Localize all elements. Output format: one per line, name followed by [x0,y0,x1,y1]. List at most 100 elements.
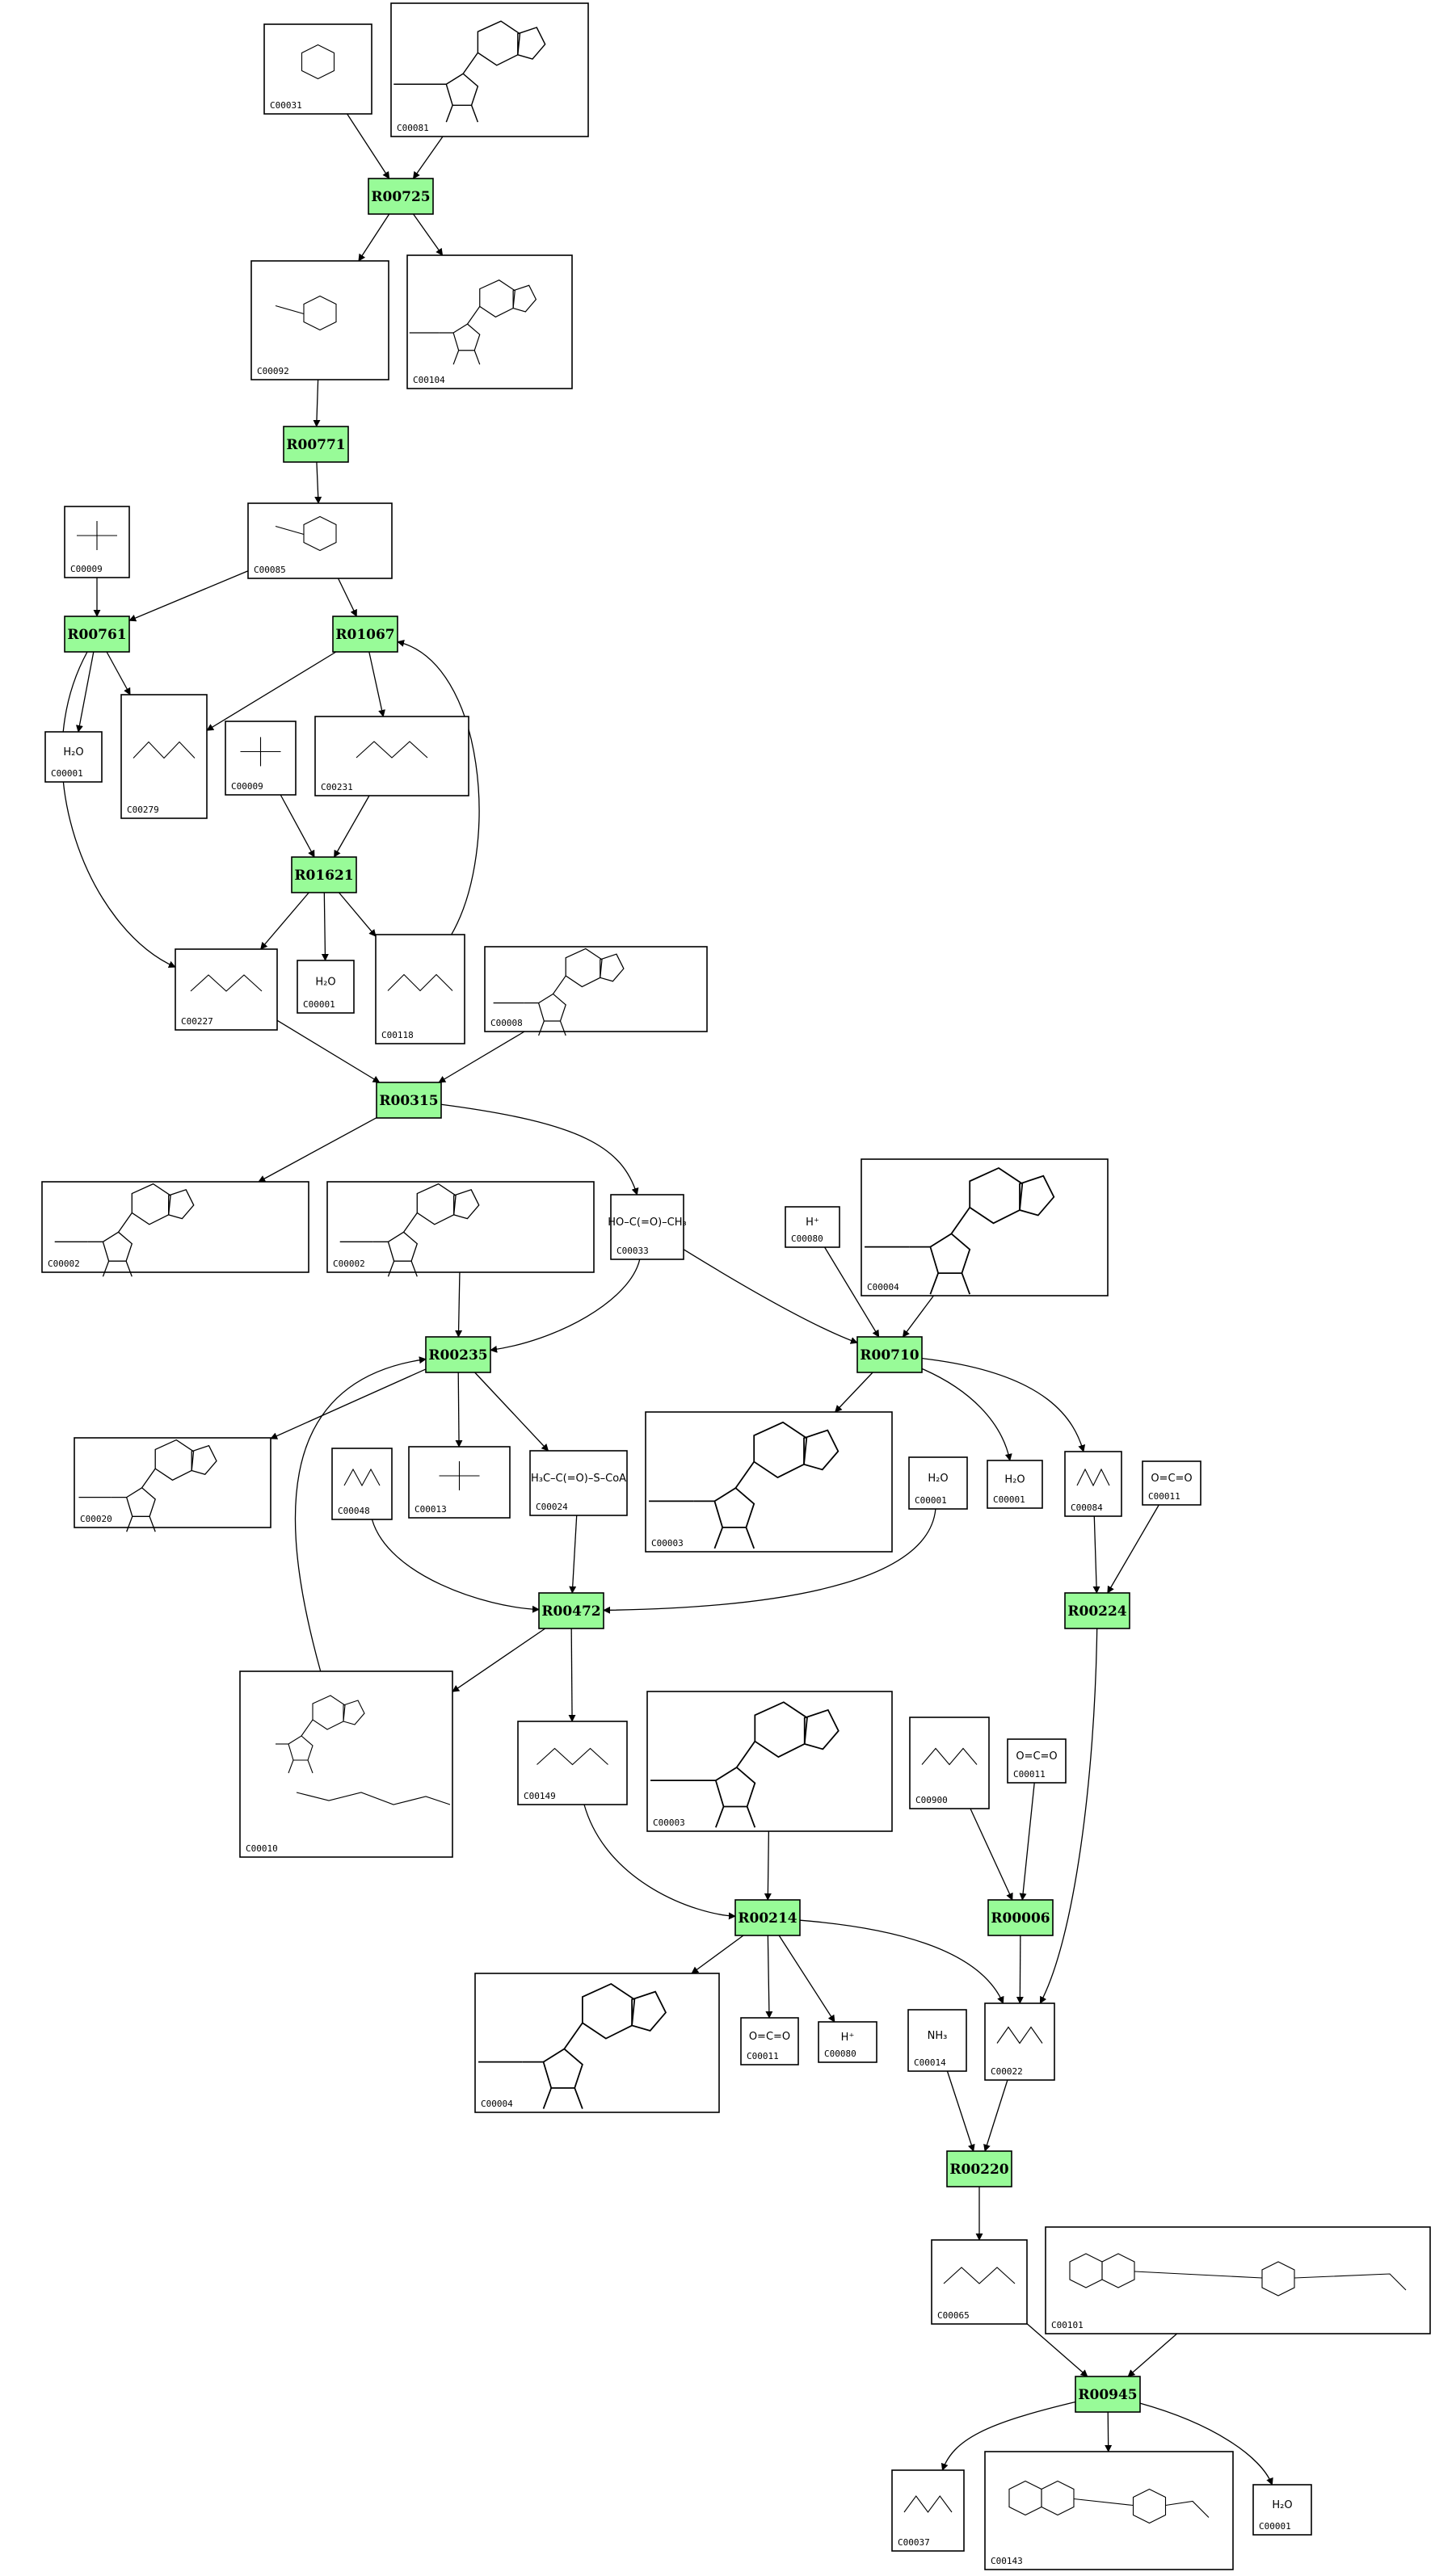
edge-r8-to-c24 [834,1372,873,1413]
compound-id-label: C00033 [617,1246,649,1256]
compound-c00013[interactable]: C00013 [408,1446,511,1519]
reaction-r00224[interactable]: R00224 [1064,1592,1130,1629]
compound-c00101[interactable]: C00101 [1045,2226,1431,2334]
edge-r4-to-c8 [206,651,337,731]
compound-c00092[interactable]: C00092 [250,260,389,380]
edge-r8-to-c27 [921,1357,1086,1452]
edge-r8-to-c26 [921,1368,1012,1461]
reaction-id-label: R00771 [286,437,345,453]
reaction-r00710[interactable]: R00710 [856,1336,923,1373]
compound-c00080[interactable]: H⁺C00080 [785,1206,840,1248]
compound-c00009[interactable]: C00009 [64,506,130,578]
reaction-r01067[interactable]: R01067 [332,616,398,653]
reaction-id-label: R00710 [860,1347,919,1364]
compound-c00009[interactable]: C00009 [225,721,297,796]
reaction-r00472[interactable]: R00472 [538,1592,604,1629]
edge-c39-to-r14 [1026,2323,1088,2377]
compound-c00037[interactable]: C00037 [891,2469,965,2552]
reaction-id-label: R00235 [428,1347,487,1364]
compound-c00104[interactable]: C00104 [406,254,573,389]
compound-c00065[interactable]: C00065 [931,2239,1028,2325]
edge-r1-to-c4 [413,213,444,256]
compound-id-label: C00020 [80,1514,112,1524]
compound-c00227[interactable]: C00227 [175,948,278,1031]
compound-c00143[interactable]: C00143 [984,2451,1234,2570]
edge-c30-to-r11 [583,1804,736,1920]
compound-id-label: C00010 [246,1843,278,1854]
compound-c00048[interactable]: C00048 [331,1448,393,1520]
reaction-r00945[interactable]: R00945 [1075,2376,1141,2413]
edge-c29-to-r7 [294,1356,427,1672]
edge-r14-to-c43 [1139,2402,1273,2486]
edge-c9-to-r5 [280,794,315,858]
compound-id-label: C00001 [51,768,83,779]
compound-c00279[interactable]: C00279 [120,694,208,819]
compound-id-label: C00085 [254,565,286,575]
compound-id-label: C00084 [1071,1502,1103,1513]
compound-c00002[interactable]: C00002 [326,1181,595,1277]
reaction-r00761[interactable]: R00761 [64,616,130,653]
edge-r3-to-c11 [61,651,176,969]
compound-id-label: C00002 [333,1259,365,1269]
compound-c00004[interactable]: C00004 [861,1158,1109,1296]
edge-c18-to-r8 [824,1246,880,1338]
edge-r9-to-c29 [452,1628,546,1692]
compound-c00010[interactable]: C00010 [239,1670,453,1858]
reaction-id-label: R00761 [67,627,126,643]
edge-c32-to-r12 [970,1808,1013,1901]
compound-c00118[interactable]: C00118 [375,934,465,1044]
compound-c00080[interactable]: H⁺C00080 [818,2021,877,2063]
edge-c16-to-r7 [455,1271,463,1338]
edge-c6-to-r3 [128,570,249,622]
reaction-r00006[interactable]: R00006 [987,1899,1054,1936]
compound-c00085[interactable]: C00085 [247,502,393,579]
compound-id-label: C00081 [397,123,429,133]
edge-c28-to-r10 [1107,1504,1159,1594]
compound-c00231[interactable]: C00231 [314,716,469,796]
compound-id-label: C00011 [1013,1769,1046,1780]
compound-c00149[interactable]: C00149 [517,1721,628,1805]
compound-c00081[interactable]: C00081 [390,2,589,137]
edge-layer [61,113,1273,2486]
compound-id-label: C00001 [1259,2521,1291,2532]
compound-c00008[interactable]: C00008 [484,946,708,1036]
reaction-r00214[interactable]: R00214 [734,1899,801,1936]
compound-id-label: C00001 [303,999,335,1010]
compound-c00003[interactable]: C00003 [646,1691,893,1832]
compound-id-label: C00003 [653,1817,685,1828]
reaction-r01621[interactable]: R01621 [291,856,357,893]
compound-id-label: C00001 [993,1494,1025,1505]
compound-c00022[interactable]: C00022 [984,2002,1055,2081]
edge-r11-to-c35 [765,1935,773,2019]
compound-c00084[interactable]: C00084 [1064,1451,1122,1517]
reaction-r00235[interactable]: R00235 [425,1336,491,1373]
compound-id-label: C00013 [415,1504,447,1515]
reaction-r00771[interactable]: R00771 [283,426,349,463]
edge-r5-to-c12 [321,892,329,961]
reaction-id-label: R01621 [294,868,353,884]
reaction-id-label: R01067 [335,627,394,643]
reaction-r00220[interactable]: R00220 [946,2150,1012,2187]
compound-c00020[interactable]: C00020 [74,1437,271,1532]
compound-c00002[interactable]: C00002 [41,1181,309,1277]
reaction-r00725[interactable]: R00725 [368,178,434,215]
compound-c00003[interactable]: C00003 [645,1411,893,1553]
reaction-r00315[interactable]: R00315 [376,1082,442,1119]
edge-c3-to-r2 [313,379,321,427]
compound-c00004[interactable]: C00004 [474,1973,720,2113]
compound-c00031[interactable]: C00031 [263,23,372,115]
compound-id-label: C00009 [231,781,263,792]
edge-r14-to-c42 [1105,2411,1113,2452]
compound-c00900[interactable]: C00900 [909,1717,990,1809]
